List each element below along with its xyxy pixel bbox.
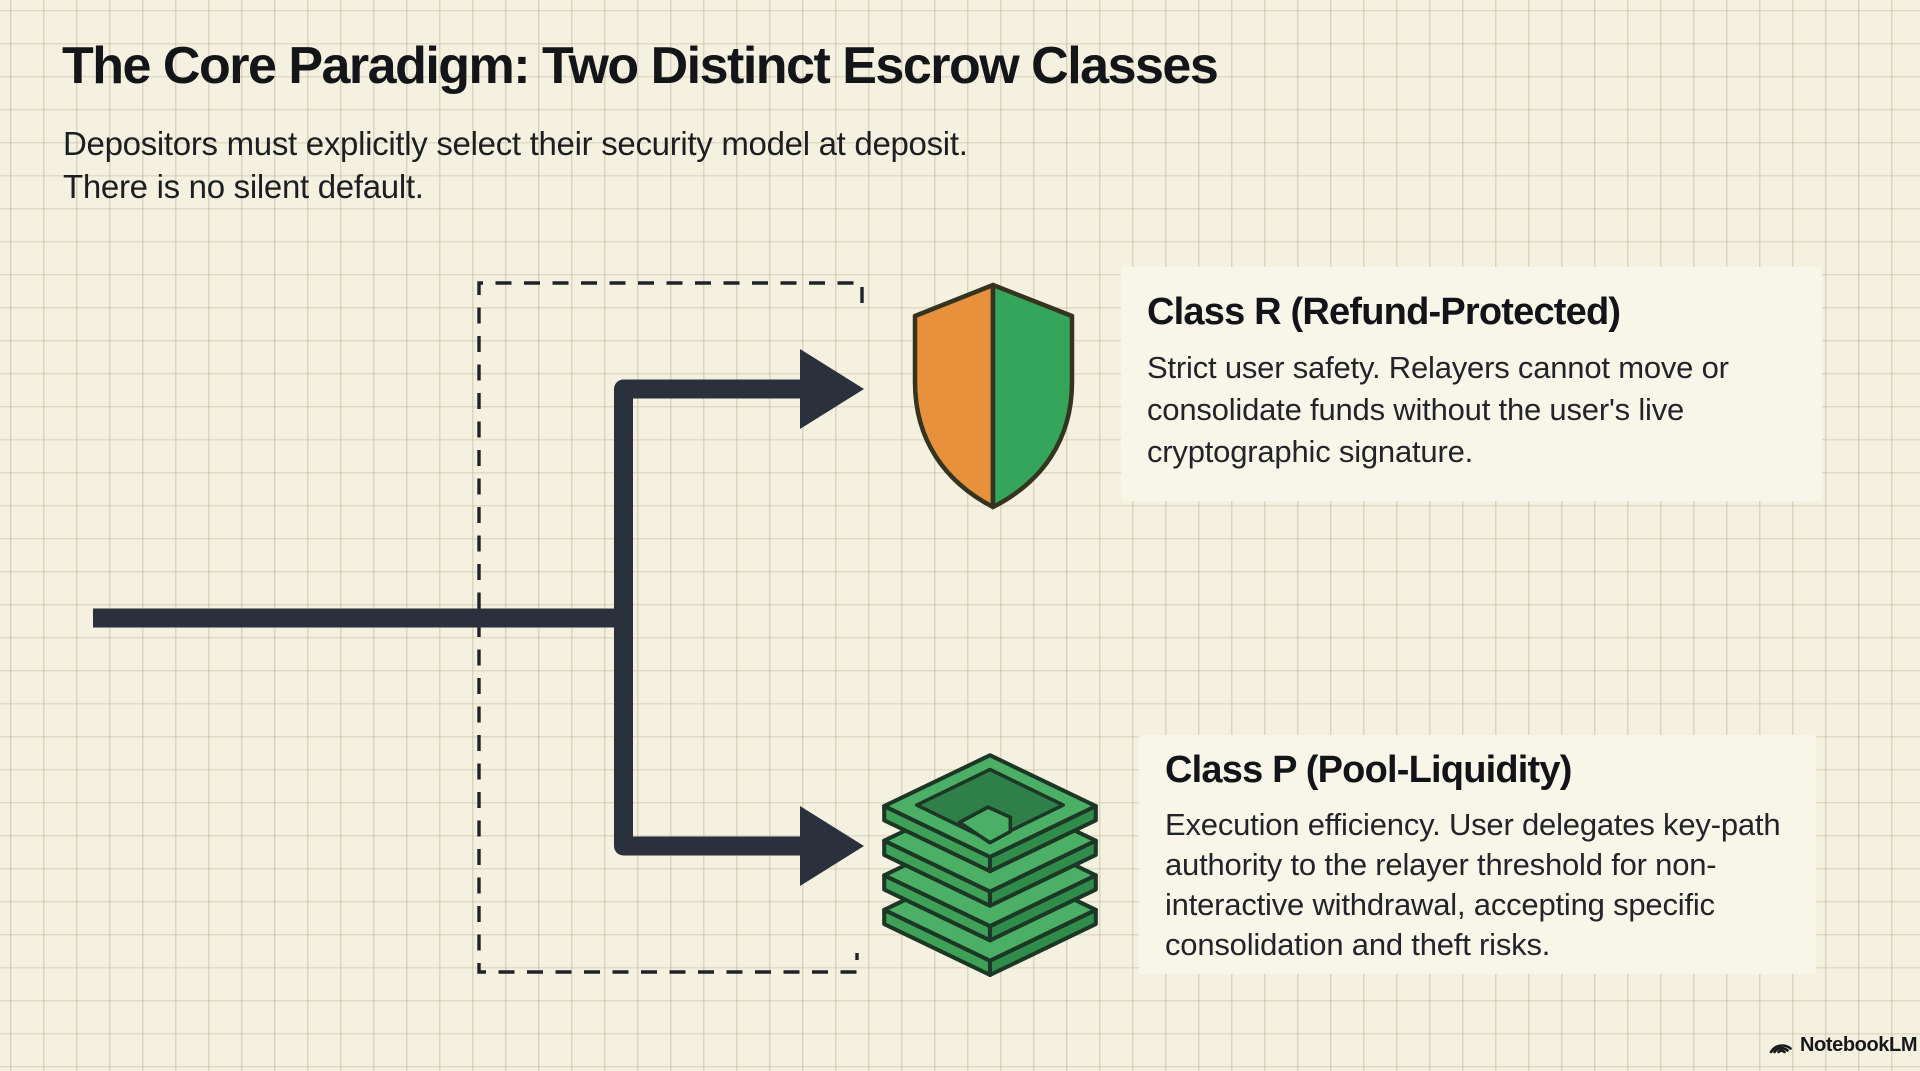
page-subtitle: Depositors must explicitly select their … <box>63 125 968 205</box>
notebooklm-logo-icon <box>1769 1044 1792 1054</box>
class-p-card: Class P (Pool-Liquidity) Execution effic… <box>1139 735 1816 974</box>
class-p-heading: Class P (Pool-Liquidity) <box>1165 749 1572 791</box>
class-p-body: Execution efficiency. User delegates key… <box>1165 807 1781 962</box>
shield-left-half <box>912 282 996 510</box>
arrowhead-class-r <box>800 349 864 429</box>
dashed-decision-box <box>477 281 864 974</box>
notebooklm-watermark: NotebookLM <box>1768 1033 1918 1057</box>
class-r-card: Class R (Refund-Protected) Strict user s… <box>1121 267 1822 501</box>
class-r-heading: Class R (Refund-Protected) <box>1147 291 1621 333</box>
page-title: The Core Paradigm: Two Distinct Escrow C… <box>62 37 1219 95</box>
notebooklm-label: NotebookLM <box>1800 1033 1918 1056</box>
shield-icon <box>912 282 1075 510</box>
shield-right-half <box>990 282 1075 510</box>
pool-stack-icon <box>882 753 1098 977</box>
branch-connector <box>614 379 802 856</box>
class-r-body: Strict user safety. Relayers cannot move… <box>1147 350 1729 469</box>
arrowhead-class-p <box>800 806 864 886</box>
